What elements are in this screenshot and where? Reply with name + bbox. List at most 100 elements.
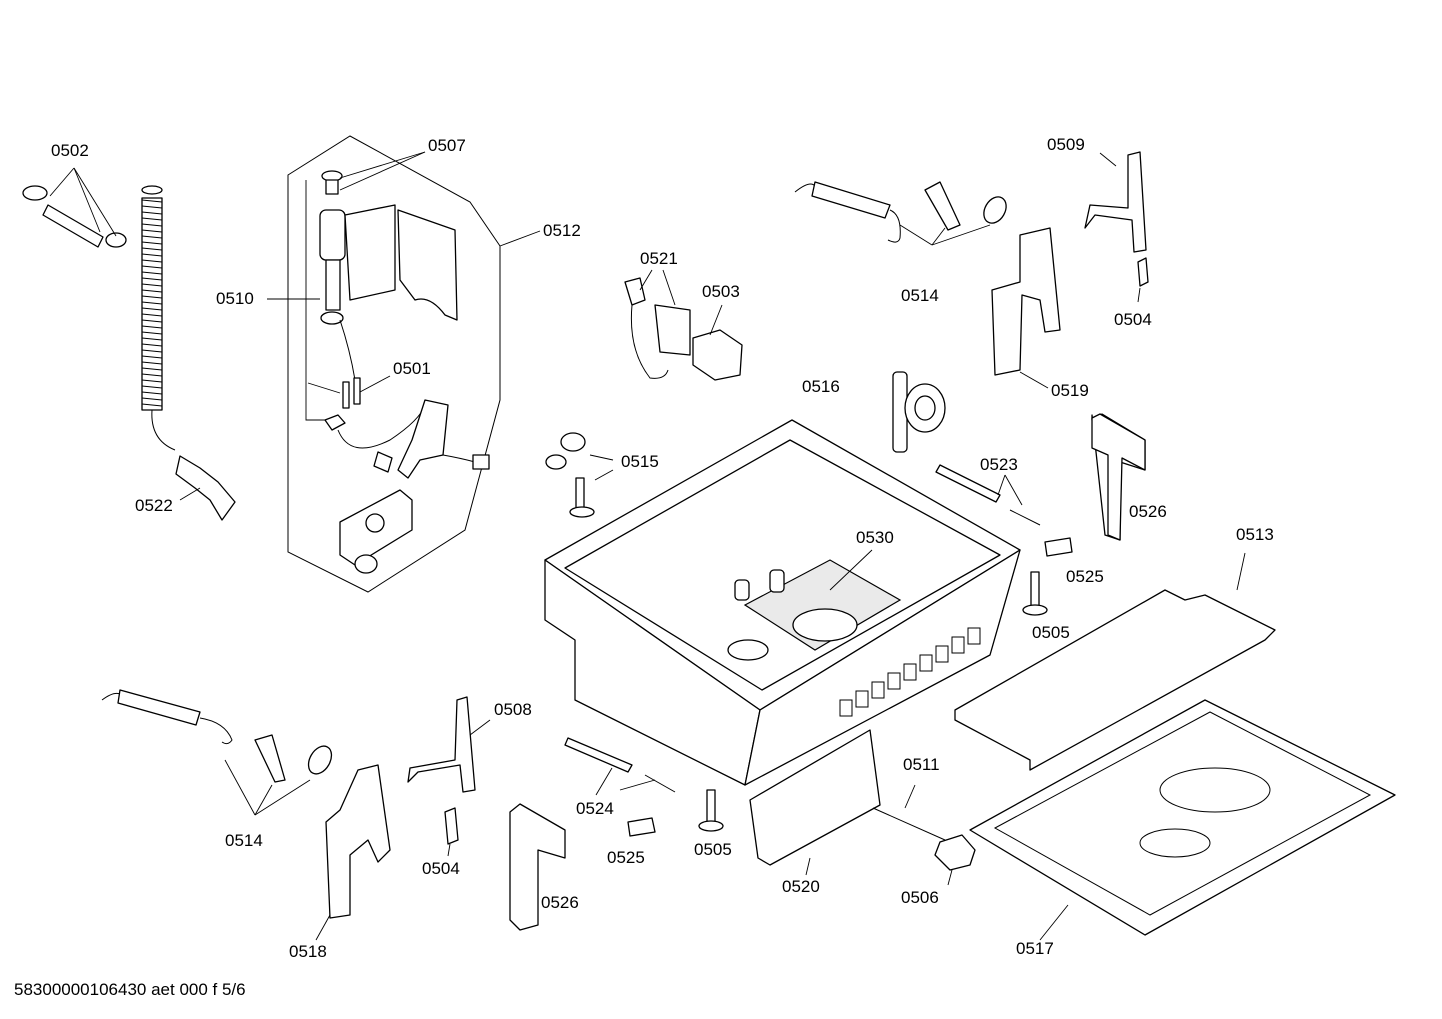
label-0502: 0502 bbox=[51, 141, 89, 160]
label-0507: 0507 bbox=[428, 136, 466, 155]
hose-rib bbox=[141, 349, 163, 353]
part-0511-cable bbox=[872, 784, 946, 841]
part-0521-connector bbox=[624, 269, 691, 379]
hose-rib bbox=[141, 319, 163, 323]
hose-rib bbox=[141, 301, 163, 305]
part-0523-rail bbox=[935, 464, 1041, 526]
label-0519: 0519 bbox=[1051, 381, 1089, 400]
part-0522-corrugated-hose bbox=[141, 185, 236, 521]
hose-rib bbox=[141, 199, 163, 203]
part-0520-front-panel bbox=[749, 729, 881, 876]
label-0518: 0518 bbox=[289, 942, 327, 961]
hose-rib bbox=[141, 295, 163, 299]
label-0501: 0501 bbox=[393, 359, 431, 378]
label-0513: 0513 bbox=[1236, 525, 1274, 544]
label-0521: 0521 bbox=[640, 249, 678, 268]
label-0525-lower: 0525 bbox=[607, 848, 645, 867]
label-0509: 0509 bbox=[1047, 135, 1085, 154]
hose-rib bbox=[141, 259, 163, 263]
label-0505-upper: 0505 bbox=[1032, 623, 1070, 642]
label-0505-lower: 0505 bbox=[694, 840, 732, 859]
frame-grid-cell bbox=[919, 654, 933, 672]
label-0517: 0517 bbox=[1016, 939, 1054, 958]
label-0520: 0520 bbox=[782, 877, 820, 896]
hose-rib bbox=[141, 391, 163, 395]
hose-rib bbox=[141, 211, 163, 215]
hose-rib bbox=[141, 289, 163, 293]
part-0504-clip-lower bbox=[444, 807, 459, 857]
hose-rib bbox=[141, 223, 163, 227]
part-0524-rail bbox=[564, 737, 676, 796]
label-0523: 0523 bbox=[980, 455, 1018, 474]
part-0501-sensor-parts bbox=[307, 375, 490, 479]
hose-rib bbox=[141, 283, 163, 287]
frame-grid-cell bbox=[871, 681, 885, 699]
frame-grid-cell bbox=[935, 645, 949, 663]
drawing-reference-footer: 58300000106430 aet 000 f 5/6 bbox=[14, 980, 246, 999]
hose-rib bbox=[141, 355, 163, 359]
part-0514-upper-spring bbox=[794, 181, 1007, 246]
part-0505-foot-upper bbox=[1022, 571, 1048, 616]
label-0503: 0503 bbox=[702, 282, 740, 301]
hose-rib bbox=[141, 235, 163, 239]
label-0515: 0515 bbox=[621, 452, 659, 471]
label-0530: 0530 bbox=[856, 528, 894, 547]
label-0512: 0512 bbox=[543, 221, 581, 240]
hose-rib bbox=[141, 217, 163, 221]
part-0515-gear bbox=[545, 432, 614, 518]
part-0519-bracket bbox=[991, 227, 1061, 389]
label-0514-upper: 0514 bbox=[901, 286, 939, 305]
label-0511: 0511 bbox=[903, 755, 940, 774]
hose-rib bbox=[141, 331, 163, 335]
hose-rib bbox=[141, 337, 163, 341]
frame-grid-cell bbox=[967, 627, 981, 645]
label-0504-lower: 0504 bbox=[422, 859, 460, 878]
part-0526-plate-upper bbox=[1091, 413, 1146, 541]
label-0504-upper: 0504 bbox=[1114, 310, 1152, 329]
part-0512-assembly-outline bbox=[287, 135, 541, 593]
part-0525-block-upper bbox=[1044, 537, 1073, 557]
label-0508: 0508 bbox=[494, 700, 532, 719]
label-0526-lower: 0526 bbox=[541, 893, 579, 912]
part-0502-hose-section bbox=[22, 167, 127, 248]
part-0505-foot-lower bbox=[698, 789, 724, 832]
hose-rib bbox=[141, 307, 163, 311]
label-0506: 0506 bbox=[901, 888, 939, 907]
label-0514-lower: 0514 bbox=[225, 831, 263, 850]
hose-rib bbox=[141, 361, 163, 365]
part-0503-connector-housing bbox=[692, 304, 743, 381]
label-0525-upper: 0525 bbox=[1066, 567, 1104, 586]
hose-rib bbox=[141, 205, 163, 209]
hose-rib bbox=[141, 379, 163, 383]
frame-grid-cell bbox=[839, 699, 853, 717]
hose-rib bbox=[141, 397, 163, 401]
frame-grid-cell bbox=[951, 636, 965, 654]
part-0516-pump bbox=[892, 371, 946, 453]
hose-rib bbox=[141, 343, 163, 347]
frame-grid-cell bbox=[903, 663, 917, 681]
part-number-labels: 0502 0507 0512 0510 0501 0522 0521 0503 … bbox=[51, 135, 1274, 961]
part-0512-lower-block bbox=[339, 489, 413, 574]
hose-rib bbox=[141, 241, 163, 245]
label-0526-upper: 0526 bbox=[1129, 502, 1167, 521]
part-0525-block-lower bbox=[627, 817, 656, 837]
hose-rib bbox=[141, 385, 163, 389]
hose-rib bbox=[141, 403, 163, 407]
label-0510: 0510 bbox=[216, 289, 254, 308]
part-0506-plug bbox=[934, 834, 976, 886]
hose-rib bbox=[141, 229, 163, 233]
part-0513-cover-plate bbox=[954, 552, 1276, 771]
label-0516: 0516 bbox=[802, 377, 840, 396]
hose-rib bbox=[141, 325, 163, 329]
part-0526-plate-lower bbox=[509, 803, 566, 931]
label-0522: 0522 bbox=[135, 496, 173, 515]
hose-rib bbox=[141, 265, 163, 269]
hose-rib bbox=[141, 271, 163, 275]
hose-rib bbox=[141, 277, 163, 281]
hose-rib bbox=[141, 313, 163, 317]
frame-grid-cell bbox=[855, 690, 869, 708]
part-0509-bracket bbox=[1084, 151, 1149, 303]
label-0524: 0524 bbox=[576, 799, 614, 818]
part-0508-bracket bbox=[407, 696, 491, 793]
